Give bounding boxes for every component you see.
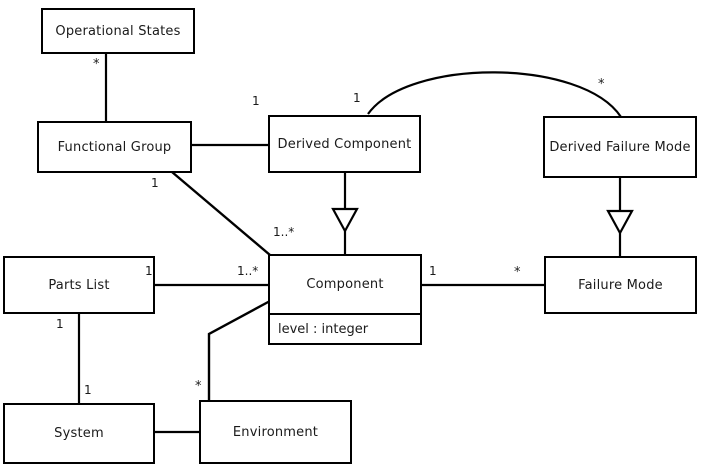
multiplicity-operational-states-functional-group: * [93,57,100,72]
multiplicity-functional-group-component: 1 [151,176,159,190]
connector-functional-group-component [171,171,271,256]
class-box-failure-mode[interactable]: Failure Mode [544,256,697,314]
multiplicity-environment-component: * [195,379,202,394]
class-name-component: Component [306,277,384,292]
class-name-derived-component: Derived Component [277,136,412,152]
multiplicity-parts-list-system: 1 [56,317,64,331]
class-box-environment[interactable]: Environment [199,400,352,464]
class-name-parts-list: Parts List [48,277,110,293]
class-box-functional-group[interactable]: Functional Group [37,121,192,173]
class-box-operational-states[interactable]: Operational States [41,8,195,54]
class-box-component[interactable]: Component level : integer [268,254,422,345]
multiplicity-component-parts-list: 1..* [237,264,259,278]
class-attribute-component-level: level : integer [270,313,420,343]
multiplicity-parts-list-component: 1 [145,264,153,278]
connector-derived-component-derived-failure-mode [367,71,622,118]
class-name-derived-failure-mode: Derived Failure Mode [549,139,691,155]
class-box-system[interactable]: System [3,403,155,464]
class-name-system: System [54,426,104,441]
class-name-operational-states: Operational States [55,23,181,39]
class-box-parts-list[interactable]: Parts List [3,256,155,314]
multiplicity-system-parts-list: 1 [84,383,92,397]
class-name-environment: Environment [232,424,319,440]
multiplicity-failure-mode-component: * [514,265,521,280]
class-name-failure-mode: Failure Mode [578,277,663,293]
connector-environment-component [207,299,271,400]
generalization-triangle-icon-failure-mode [606,209,634,236]
multiplicity-component-failure-mode: 1 [429,264,437,278]
multiplicity-functional-group-derived-component: 1 [252,94,260,108]
class-name-functional-group: Functional Group [57,139,172,155]
multiplicity-derived-component-arc: 1 [353,91,361,105]
class-box-derived-failure-mode[interactable]: Derived Failure Mode [543,116,697,178]
multiplicity-component-functional-group: 1..* [273,225,295,239]
multiplicity-derived-failure-mode-arc: * [598,77,605,92]
class-box-derived-component[interactable]: Derived Component [268,115,421,173]
generalization-triangle-icon-component [331,207,359,234]
